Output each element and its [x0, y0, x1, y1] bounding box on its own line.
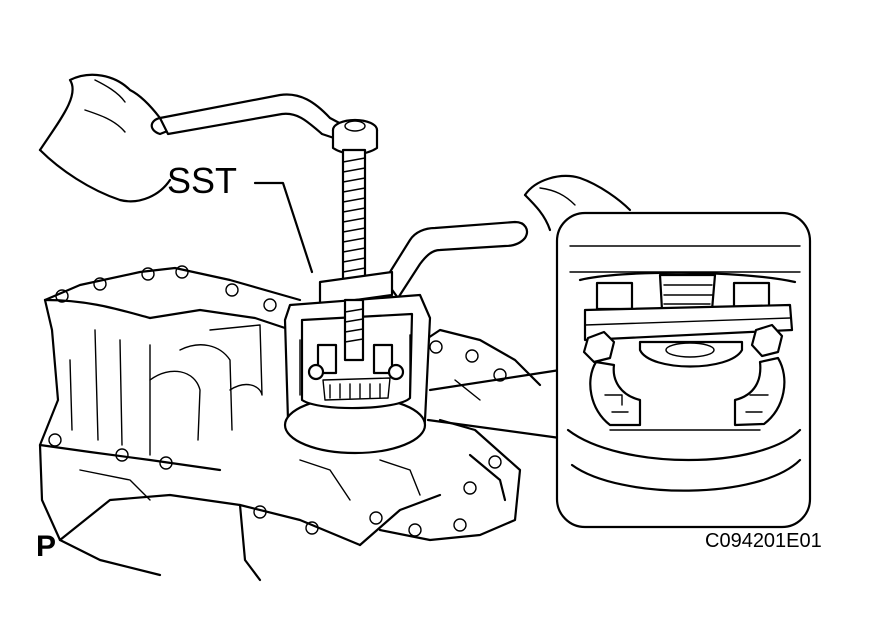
figure-code: C094201E01 [705, 530, 822, 552]
detail-leader-bottom [426, 418, 562, 440]
right-hand [523, 174, 632, 232]
transaxle-case [38, 265, 542, 582]
wrench-handle-left [158, 93, 347, 142]
detail-inset [555, 211, 812, 529]
left-hand [38, 73, 177, 203]
view-marker-label: P [36, 530, 57, 563]
wrench-handle-right [383, 220, 529, 300]
sst-leader-line [253, 181, 314, 274]
sst-label: SST [167, 160, 238, 201]
detail-leader-top [428, 368, 562, 392]
sst-puller-body [283, 270, 432, 455]
